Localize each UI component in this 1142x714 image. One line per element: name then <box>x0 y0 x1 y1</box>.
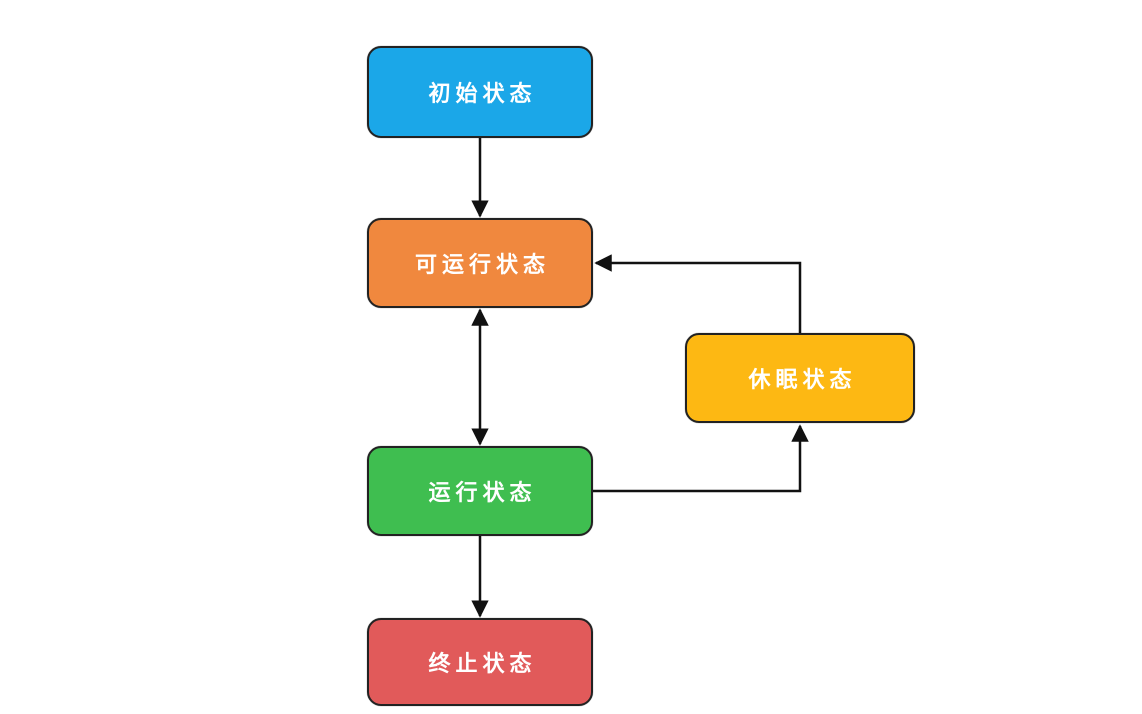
edge-running-to-sleeping <box>593 424 809 493</box>
node-initial-state: 初始状态 <box>367 46 593 138</box>
node-sleeping-state-label: 休眠状态 <box>748 368 857 393</box>
node-initial-state-label: 初始状态 <box>428 82 537 107</box>
node-runnable-state-label: 可运行状态 <box>414 253 550 278</box>
node-runnable-state: 可运行状态 <box>367 218 593 308</box>
node-terminated-state-label: 终止状态 <box>428 652 537 677</box>
node-running-state: 运行状态 <box>367 446 593 536</box>
node-terminated-state: 终止状态 <box>367 618 593 706</box>
edge-sleeping-to-runnable <box>594 254 802 333</box>
node-sleeping-state: 休眠状态 <box>685 333 915 423</box>
node-running-state-label: 运行状态 <box>428 481 537 506</box>
